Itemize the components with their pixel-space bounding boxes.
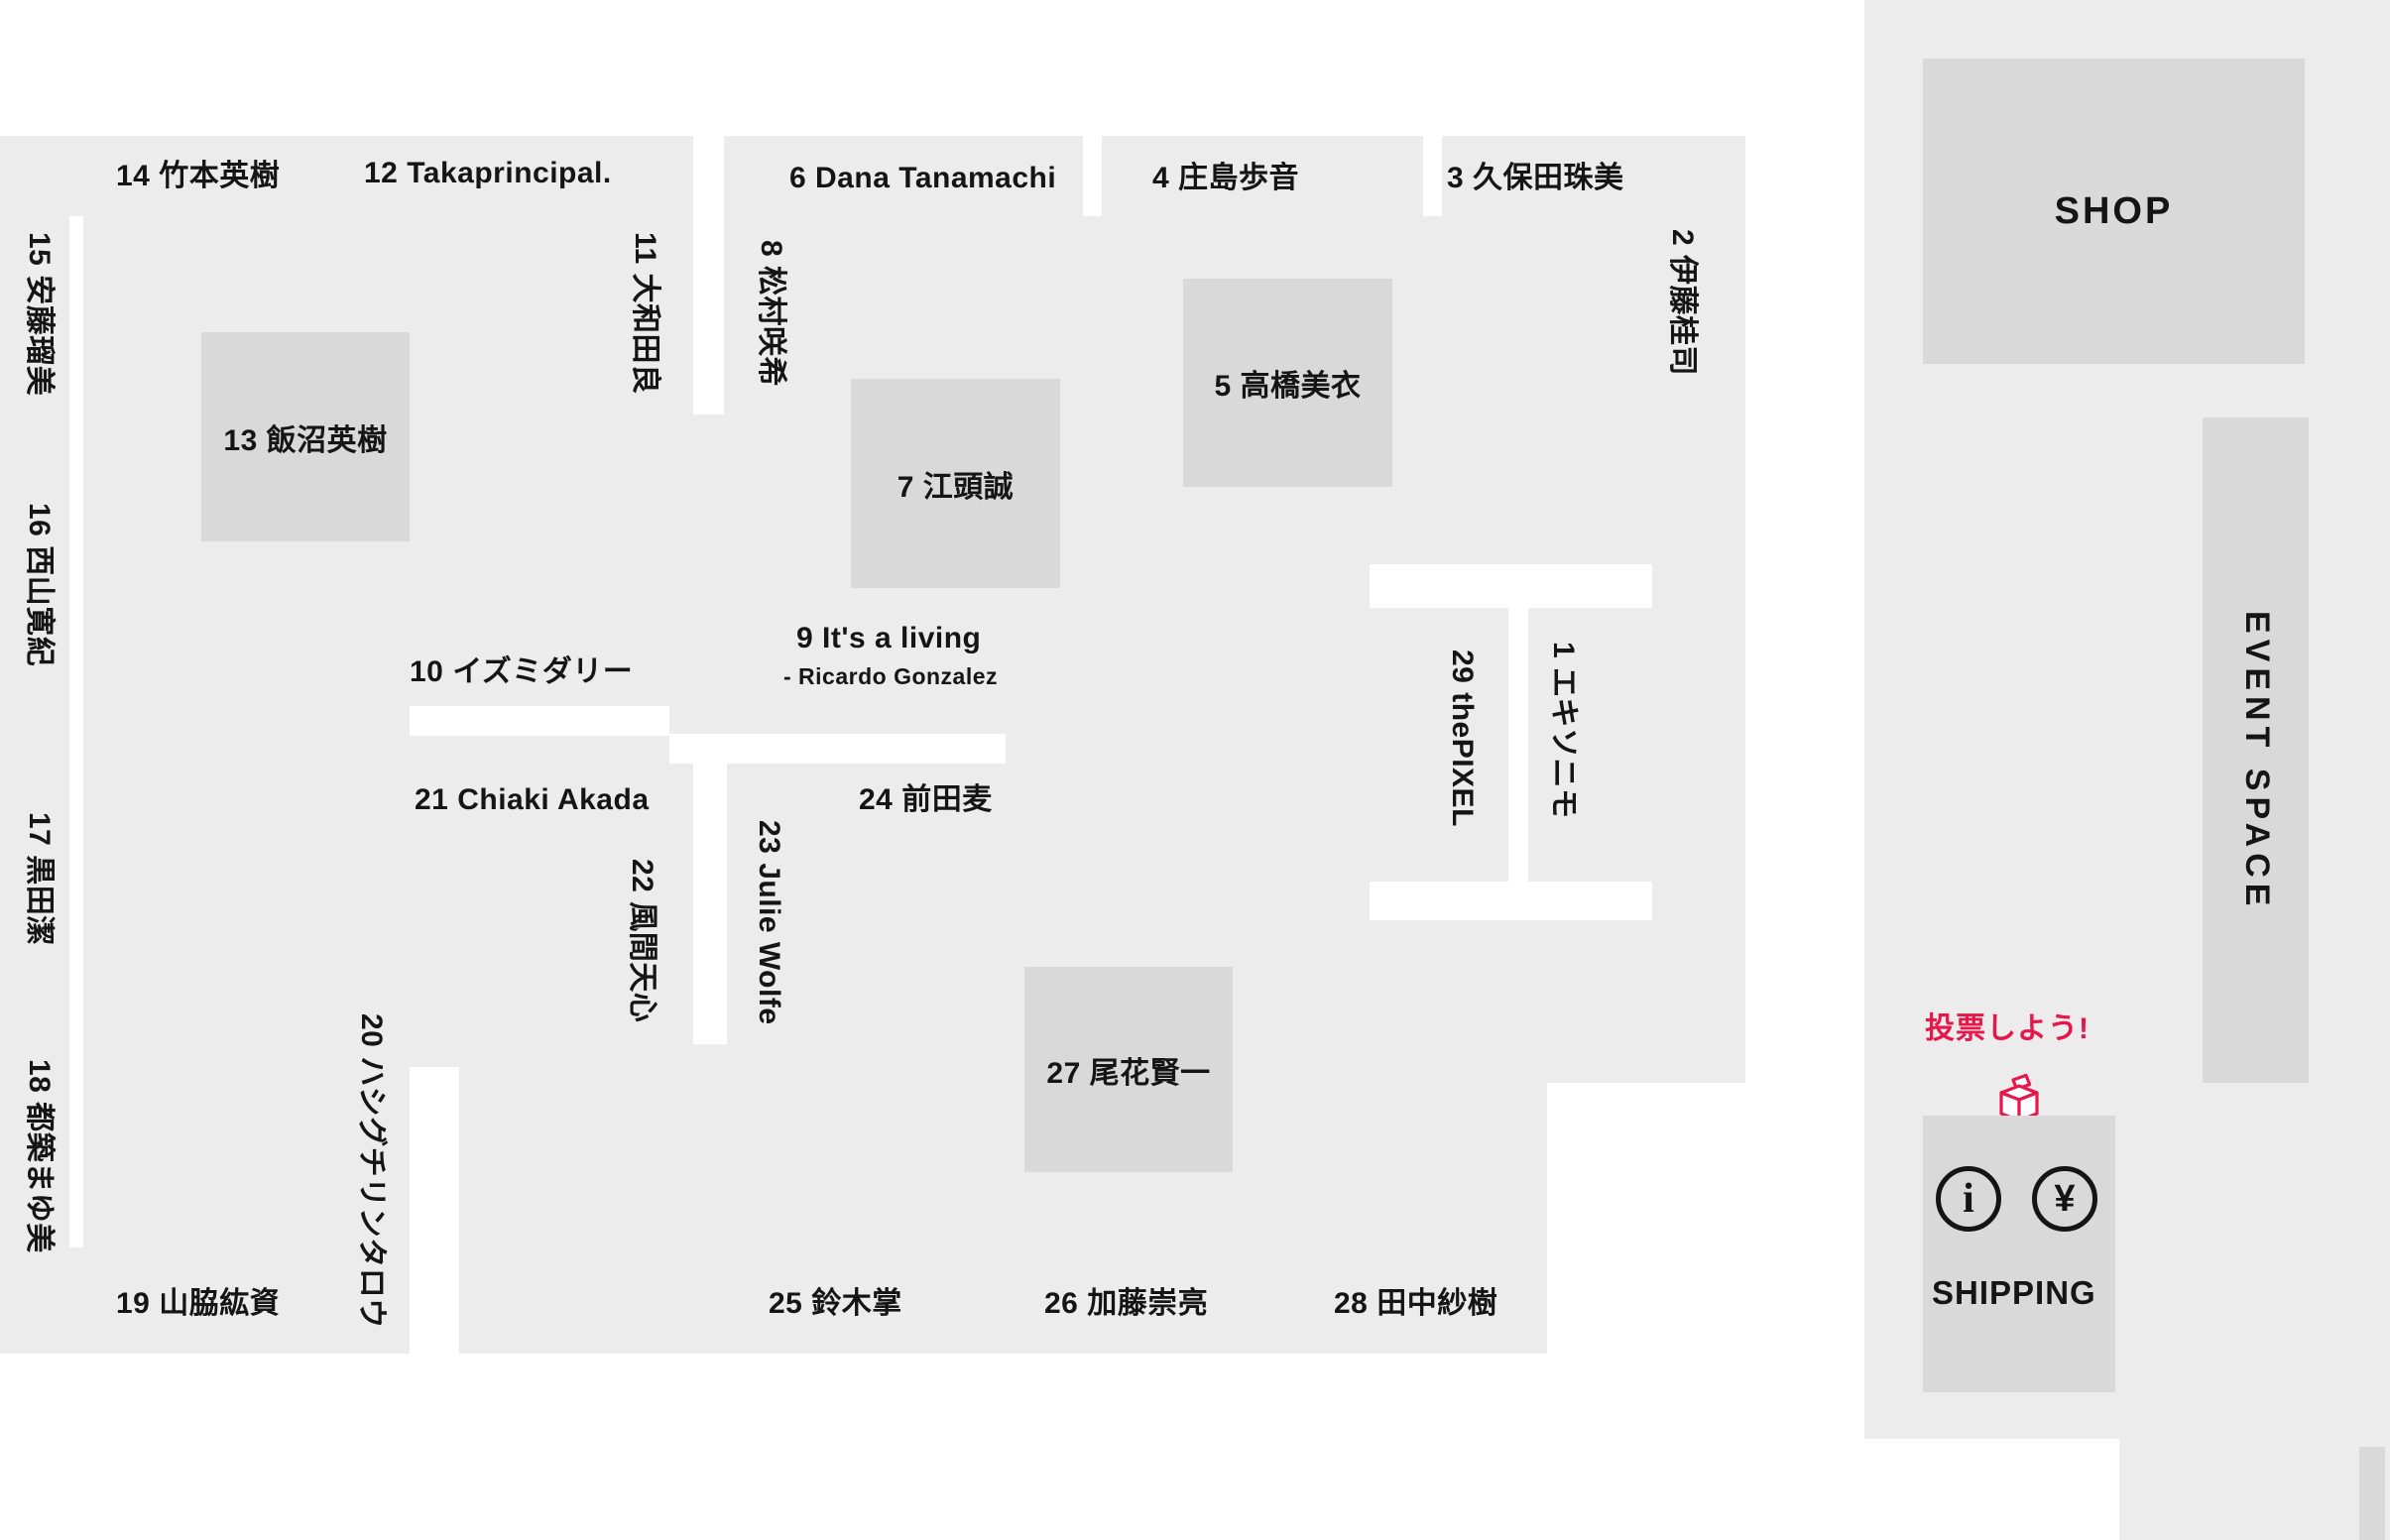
aisle-island-middle [1508, 608, 1528, 882]
booth-label-26: 26 加藤崇亮 [1044, 1287, 1209, 1320]
booth-label-10: 10 イズミダリー [410, 655, 634, 688]
shipping-area [1923, 1116, 2115, 1392]
booth-label-12: 12 Takaprincipal. [364, 157, 612, 189]
booth-label-16: 16 西山寛紀 [23, 503, 56, 667]
booth-label-21: 21 Chiaki Akada [415, 783, 650, 816]
booth-label-11: 11 大和田良 [629, 232, 661, 395]
aisle-island-top [1370, 564, 1652, 608]
booth-label-24: 24 前田麦 [859, 783, 993, 816]
booth-label-1: 1 エキソニモ [1547, 642, 1580, 819]
booth-label-13: 13 飯沼英樹 [223, 423, 388, 457]
aisle-bottom-right-cut [1547, 1083, 1745, 1354]
info-icon-glyph: i [1963, 1176, 1974, 1222]
booth-label-18: 18 都築まゆ美 [23, 1059, 56, 1253]
aisle-island-bottom [1370, 882, 1652, 920]
booth-label-9: 9 It's a living [796, 622, 982, 654]
booth-label-8: 8 松村咲希 [755, 240, 787, 388]
booth-label-23: 23 Julie Wolfe [753, 820, 785, 1025]
yen-icon-glyph: ¥ [2054, 1178, 2076, 1220]
shop-label: SHOP [2054, 189, 2174, 232]
booth-7: 7 江頭誠 [851, 379, 1060, 588]
booth-5: 5 高橋美衣 [1183, 279, 1392, 487]
booth-label-25: 25 鈴木掌 [769, 1287, 902, 1320]
shop-area: SHOP [1923, 59, 2305, 364]
booth-13: 13 飯沼英樹 [201, 332, 410, 541]
booth-label-27: 27 尾花賢一 [1046, 1056, 1211, 1090]
aisle-top-gap-2 [1423, 136, 1442, 216]
booth-label-28: 28 田中紗樹 [1334, 1287, 1498, 1320]
info-icon: i [1936, 1166, 2001, 1232]
booth-label-22: 22 風間天心 [626, 859, 658, 1023]
vote-call-label: 投票しよう! [1925, 1012, 2090, 1045]
booth-label-14: 14 竹本英樹 [116, 160, 281, 192]
aisle-22-23 [693, 764, 727, 1044]
booth-label-20: 20 ハシグチリンタロウ [355, 1013, 388, 1329]
aisle-center-left [410, 706, 669, 736]
booth-label-7: 7 江頭誠 [896, 470, 1015, 504]
yen-icon: ¥ [2032, 1166, 2097, 1232]
booth-label-6: 6 Dana Tanamachi [789, 162, 1057, 194]
booth-label-15: 15 安藤瑠美 [23, 232, 56, 397]
shipping-label: SHIPPING [1932, 1274, 2096, 1311]
booth-label-29: 29 thePIXEL [1446, 650, 1479, 827]
floor-bottom-right [2119, 1439, 2390, 1540]
bottom-right-pillar [2359, 1447, 2385, 1540]
booth-label-4: 4 庄島歩音 [1152, 162, 1300, 194]
event-space-area [2203, 417, 2309, 1083]
booth-label-5: 5 高橋美衣 [1214, 370, 1362, 403]
booth-label-17: 17 黒田潔 [23, 812, 56, 946]
booth-label-19: 19 山脇紘資 [116, 1287, 281, 1320]
event-space-label: EVENT SPACE [2238, 611, 2276, 912]
aisle-top-gap-1 [1083, 136, 1102, 216]
booth-label-2: 2 伊藤桂司 [1666, 229, 1699, 377]
aisle-top-11-8 [693, 136, 724, 415]
booth-sublabel-9: - Ricardo Gonzalez [783, 663, 999, 689]
aisle-bottom-left [410, 1067, 459, 1354]
aisle-center-right [669, 734, 1006, 764]
booth-label-3: 3 久保田珠美 [1447, 162, 1624, 194]
booth-27: 27 尾花賢一 [1024, 967, 1233, 1172]
aisle-left-wall [69, 216, 83, 1247]
